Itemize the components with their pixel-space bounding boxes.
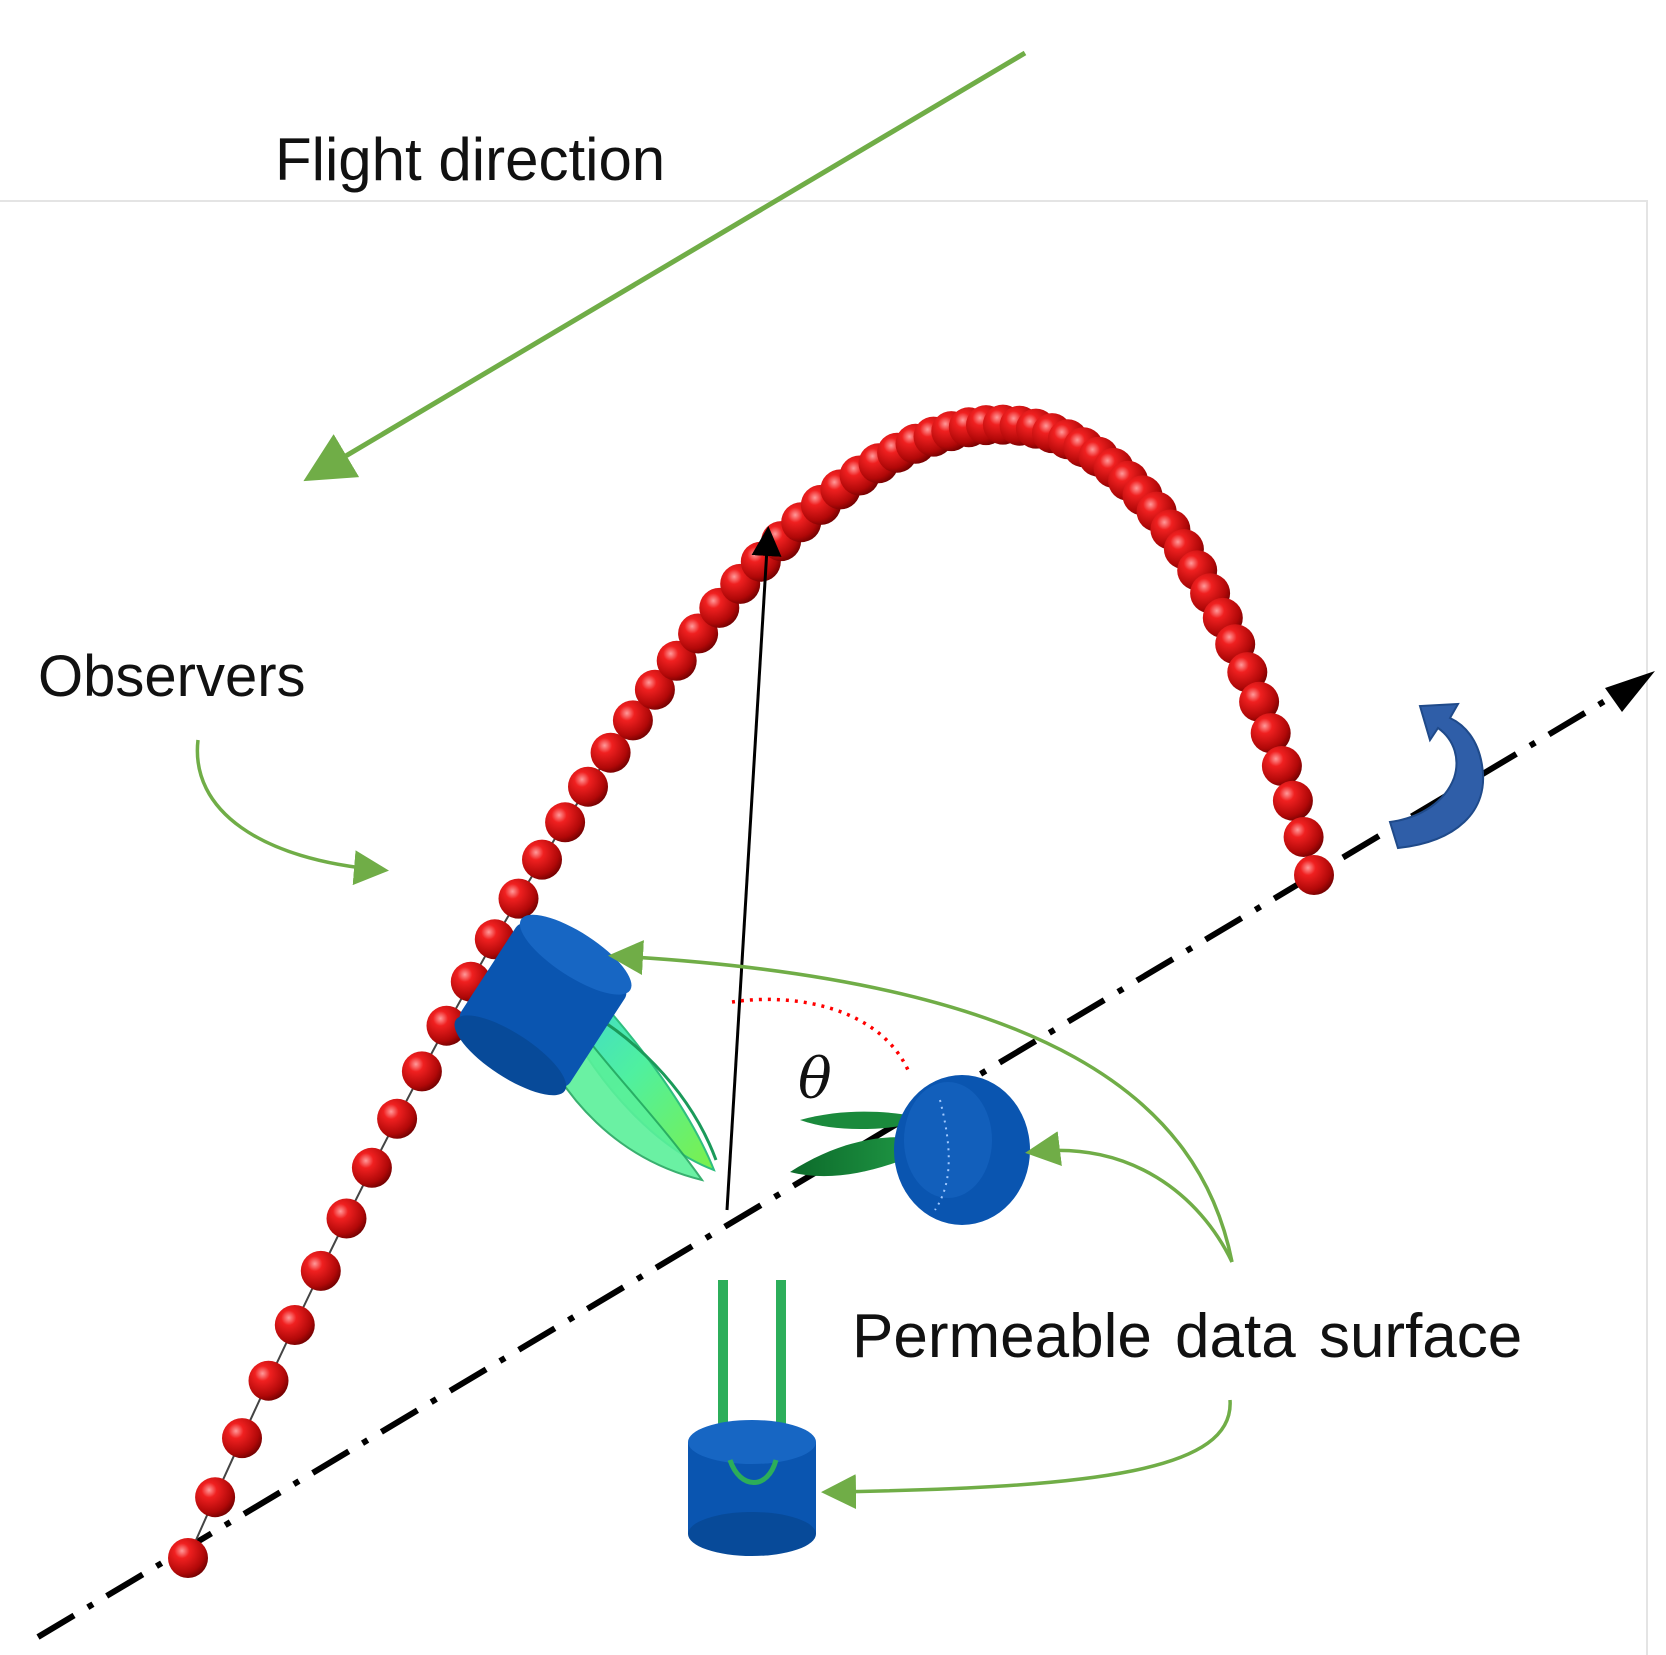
observer-sphere <box>568 766 608 807</box>
observers-label: Observers <box>38 644 306 709</box>
observers-pointer-arrow <box>195 739 389 886</box>
observer-sphere <box>498 878 539 919</box>
theta-label: θ <box>798 1047 832 1112</box>
observer-sphere <box>634 669 675 710</box>
observer-sphere <box>522 839 562 880</box>
permeable-surface-hub-3 <box>688 1420 816 1556</box>
observer-sphere <box>274 1305 315 1345</box>
observer-sphere <box>168 1538 208 1578</box>
flight-direction-arrow <box>303 50 1027 482</box>
rotation-axis <box>36 683 1632 1640</box>
surface-pointer-arrow-1 <box>608 940 1234 1263</box>
observer-sphere <box>377 1098 418 1139</box>
observer-sphere <box>1239 681 1280 722</box>
permeable-surface-hub-2 <box>894 1075 1030 1225</box>
permeable-surface-hub-1 <box>454 914 632 1096</box>
observer-sphere <box>300 1250 341 1291</box>
observer-sphere <box>1250 713 1291 754</box>
observer-sphere <box>426 1005 467 1046</box>
observer-sphere <box>1294 855 1334 895</box>
flight-direction-label: Flight direction <box>275 126 666 193</box>
observer-sphere <box>1283 817 1324 857</box>
observer-sphere <box>612 700 653 741</box>
rotation-arrow-icon <box>1388 702 1485 850</box>
observer-sphere <box>656 640 697 681</box>
surface-pointer-arrow-3 <box>821 1399 1232 1510</box>
frame-right-border <box>1646 200 1648 1655</box>
frame-top-border <box>0 200 1648 202</box>
observer-sphere <box>351 1147 392 1188</box>
rotation-axis-arrowhead <box>1605 671 1655 712</box>
observer-sphere <box>1261 746 1302 786</box>
observer-sphere <box>195 1477 236 1518</box>
observers-group <box>168 404 1334 1578</box>
observer-sphere <box>222 1418 262 1459</box>
observer-sphere <box>401 1051 442 1092</box>
observer-sphere <box>248 1360 289 1401</box>
observer-sphere <box>590 732 631 773</box>
observer-sphere <box>326 1198 367 1239</box>
observer-vector <box>725 526 782 1211</box>
observer-sphere <box>545 802 586 843</box>
permeable-surface-label: Permeable data surface <box>852 1302 1523 1371</box>
surface-pointer-arrow-2 <box>1025 1131 1234 1263</box>
observer-sphere <box>1272 780 1313 821</box>
